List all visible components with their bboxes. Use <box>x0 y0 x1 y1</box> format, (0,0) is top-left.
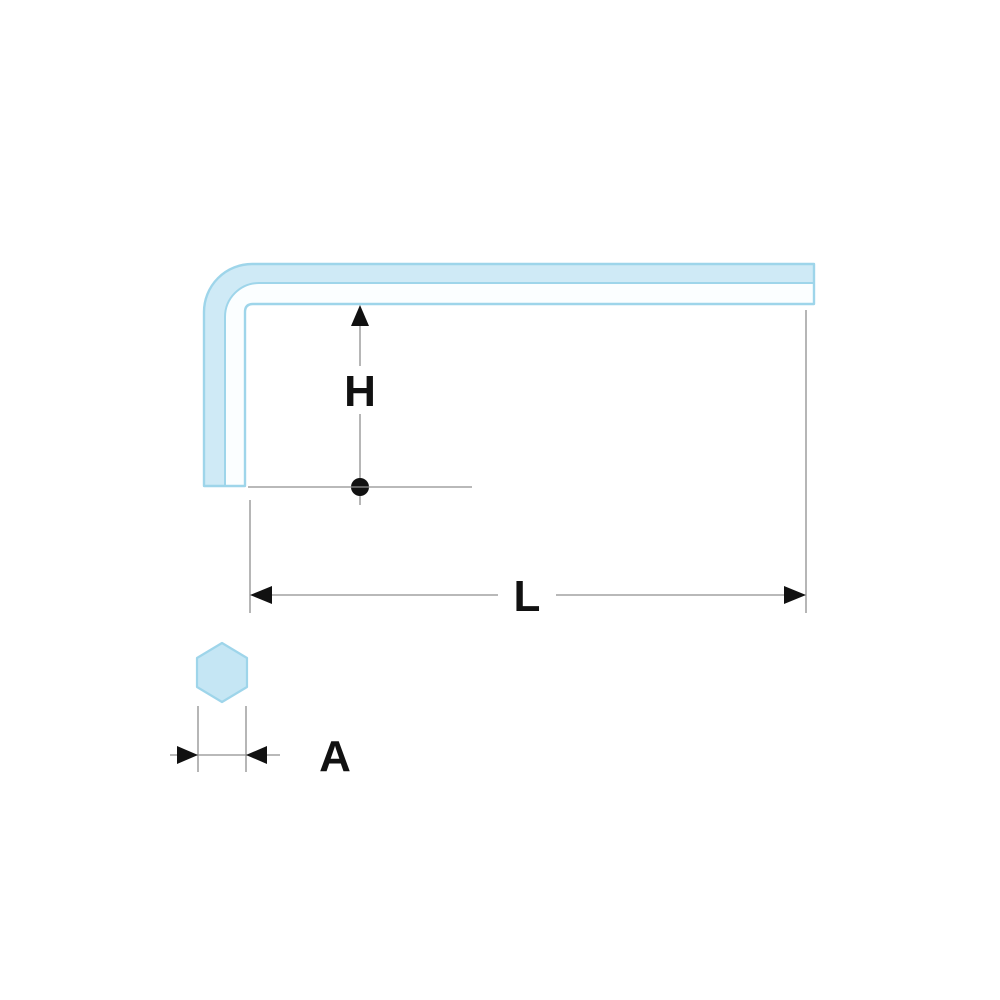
key-inner-edge-line <box>224 282 814 486</box>
a-dimension: A <box>170 706 351 781</box>
key-outline <box>202 262 816 488</box>
hexagon-shape <box>195 641 249 704</box>
key-body <box>204 264 814 486</box>
a-arrow-left-pointing <box>246 746 267 764</box>
l-arrow-right <box>784 586 806 604</box>
l-arrow-left <box>250 586 272 604</box>
a-label: A <box>319 732 351 781</box>
hexagon-cross-section <box>195 641 249 704</box>
h-label: H <box>344 367 376 416</box>
l-dimension: L <box>249 310 807 621</box>
hex-key-drawing <box>202 262 816 488</box>
h-arrow-up <box>351 305 369 326</box>
l-label: L <box>514 572 541 621</box>
h-dimension: H <box>248 305 472 505</box>
a-arrow-right-pointing <box>177 746 198 764</box>
